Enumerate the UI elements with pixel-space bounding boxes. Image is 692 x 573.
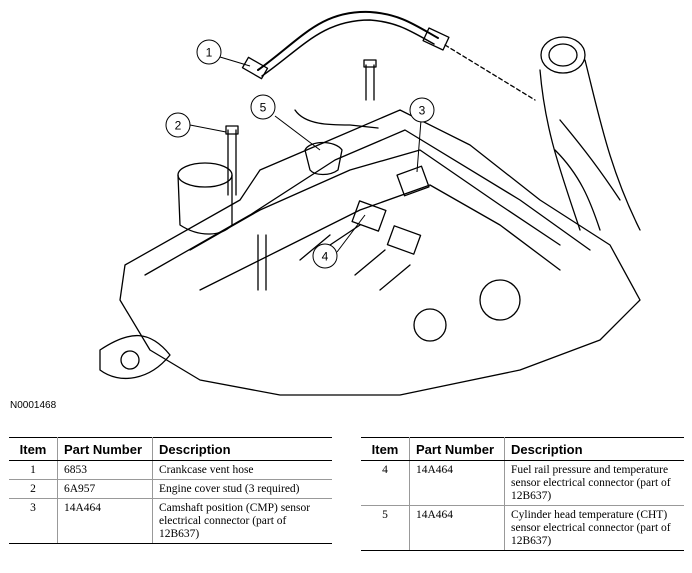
engine-diagram: 1 2 3 5 4	[99, 10, 641, 396]
table-row: 4 14A464 Fuel rail pressure and temperat…	[361, 460, 684, 506]
fuel-rail-connector	[351, 200, 387, 232]
cht-sensor	[304, 141, 343, 176]
row-part-number: 6853	[57, 460, 153, 480]
table-row: 5 14A464 Cylinder head temperature (CHT)…	[361, 505, 684, 551]
row-item: 3	[9, 498, 58, 544]
parts-table-left: Item Part Number Description 1 6853 Cran…	[9, 437, 332, 544]
valve-cover	[119, 109, 641, 396]
row-part-number: 14A464	[57, 498, 153, 544]
stud-2	[227, 129, 237, 196]
table-row: 2 6A957 Engine cover stud (3 required)	[9, 479, 332, 499]
row-description: Cylinder head temperature (CHT) sensor e…	[504, 505, 684, 551]
row-description: Camshaft position (CMP) sensor electrica…	[152, 498, 332, 544]
row-description: Engine cover stud (3 required)	[152, 479, 332, 499]
header-description: Description	[152, 437, 332, 461]
vent-hose	[257, 10, 439, 71]
table-row: 3 14A464 Camshaft position (CMP) sensor …	[9, 498, 332, 544]
row-description: Crankcase vent hose	[152, 460, 332, 480]
header-item: Item	[9, 437, 58, 461]
row-item: 1	[9, 460, 58, 480]
row-part-number: 14A464	[409, 460, 505, 506]
callout-2: 2	[175, 119, 182, 133]
figure-id: N0001468	[10, 400, 57, 411]
header-part-number: Part Number	[409, 437, 505, 461]
callout-4: 4	[322, 250, 329, 264]
oil-cap	[177, 162, 233, 188]
row-part-number: 14A464	[409, 505, 505, 551]
row-description: Fuel rail pressure and temperature senso…	[504, 460, 684, 506]
header-description: Description	[504, 437, 684, 461]
row-item: 4	[361, 460, 410, 506]
row-part-number: 6A957	[57, 479, 153, 499]
callout-5: 5	[260, 101, 267, 115]
callout-3: 3	[419, 104, 426, 118]
callout-1: 1	[206, 46, 213, 60]
cmp-connector	[396, 165, 430, 197]
hose-clamp-1	[241, 56, 269, 80]
header-part-number: Part Number	[57, 437, 153, 461]
parts-table-right: Item Part Number Description 4 14A464 Fu…	[361, 437, 684, 551]
row-item: 5	[361, 505, 410, 551]
row-item: 2	[9, 479, 58, 499]
table-row: 1 6853 Crankcase vent hose	[9, 460, 332, 480]
hose-clamp-2	[422, 27, 450, 51]
header-item: Item	[361, 437, 410, 461]
